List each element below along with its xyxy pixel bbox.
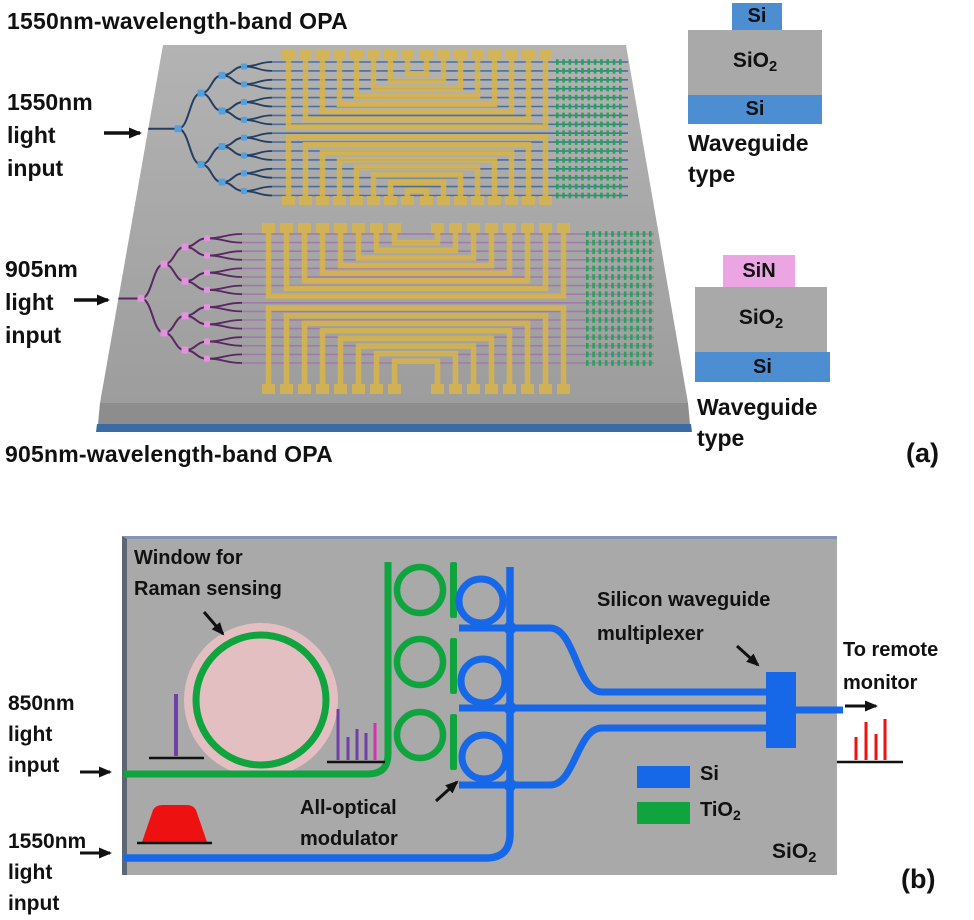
si-branch-bottom [459, 724, 766, 789]
input-label-1550: 1550nm light input [7, 86, 93, 185]
si-branch-top [459, 624, 766, 696]
panel-b-art [80, 562, 903, 862]
input-850-line3: input [8, 754, 60, 777]
sio2-label: SiO2 [732, 49, 778, 76]
panel-a-tag: (a) [906, 438, 939, 468]
tio2-ring-2 [393, 635, 447, 689]
raman-window-label: Window for Raman sensing [134, 543, 282, 605]
sio2-cladding-layer2: SiO2 [695, 287, 827, 352]
input-label-1550b: 1550nm light input [8, 826, 86, 919]
caption2-line1: Waveguide [697, 394, 818, 420]
remote-line2: monitor [843, 672, 918, 694]
opa-905-antenna-array [586, 231, 652, 366]
panel-a-art [74, 45, 692, 432]
opa-905-electrodes [262, 223, 570, 394]
chip-front-face [98, 403, 690, 424]
opa-905-title: 905nm-wavelength-band OPA [5, 441, 333, 467]
panel-a-arrows [74, 127, 142, 306]
modulator-line1: All-optical [300, 797, 397, 819]
sin-core-layer: SiN [723, 255, 795, 287]
si-modulator-ring-1 [455, 575, 507, 627]
sin-core-label: SiN [742, 259, 776, 282]
tio2-ring-1 [393, 563, 447, 617]
input-spectrum-850 [149, 694, 204, 760]
mux-label: Silicon waveguide multiplexer [597, 583, 770, 651]
caption-line1: Waveguide [688, 130, 809, 156]
input-850-line2: light [8, 723, 53, 746]
waveguide-cross-section-si: Si SiO2 Si [688, 3, 822, 124]
input-label-905-line3: input [5, 322, 62, 348]
input-label-905-line1: 905nm [5, 256, 78, 282]
opa-1550-electrodes [282, 50, 552, 205]
si-core-label: Si [747, 5, 767, 27]
remote-spectrum [837, 719, 903, 764]
input-850-line1: 850nm [8, 692, 75, 715]
tio2-coupler-bar-2 [450, 638, 457, 694]
tio2-bus-waveguide [124, 562, 392, 778]
sio2-cladding-layer: SiO2 [688, 30, 822, 95]
chip-substrate-edge [96, 424, 692, 432]
waveguide-type-caption-sin: Waveguide type [697, 392, 818, 454]
mux-label-line2: multiplexer [597, 623, 704, 645]
si-substrate-layer: Si [688, 95, 822, 124]
legend-label-tio2: TiO2 [700, 799, 741, 823]
si-substrate-label: Si [745, 98, 765, 120]
input-label-1550-line3: input [7, 155, 64, 181]
substrate-label: SiO2 [772, 840, 817, 867]
input-spectrum-1550 [137, 805, 212, 845]
opa-1550 [148, 50, 628, 205]
opa-1550-antenna-array [556, 59, 622, 199]
input-label-850: 850nm light input [8, 688, 75, 781]
remote-line1: To remote [843, 639, 939, 661]
bus-junction-2 [503, 701, 517, 715]
modulator-label: All-optical modulator [300, 793, 398, 855]
input-label-905: 905nm light input [5, 253, 78, 352]
si-substrate-label2: Si [753, 355, 772, 378]
waveguide-type-caption-si: Waveguide type [688, 128, 809, 190]
si-modulator-ring-2 [457, 655, 509, 707]
panel-b-tag: (b) [901, 864, 936, 894]
si-core-layer: Si [732, 3, 782, 30]
si-substrate-layer2: Si [695, 352, 830, 382]
remote-monitor-label: To remote monitor [843, 634, 938, 700]
bus-junction-1 [503, 621, 517, 635]
legend-swatch-si [637, 766, 690, 788]
silicon-waveguide-multiplexer [766, 672, 796, 748]
caption-line2: type [688, 161, 736, 187]
input-1550b-line3: input [8, 892, 60, 915]
input-label-905-line2: light [5, 289, 54, 315]
sensing-ring-resonator [192, 631, 330, 769]
si-bus-waveguide [124, 567, 514, 862]
legend-label-si: Si [700, 763, 719, 785]
modulator-line2: modulator [300, 828, 398, 850]
sio2-label2: SiO2 [738, 306, 784, 333]
input-label-1550-line2: light [7, 122, 56, 148]
raman-spectrum [327, 709, 385, 764]
input-1550b-line1: 1550nm [8, 830, 87, 853]
si-modulator-ring-3 [458, 731, 510, 783]
raman-window-line2: Raman sensing [134, 578, 282, 600]
tio2-coupler-bar-3 [450, 714, 457, 770]
panel-b-arrows [80, 611, 878, 859]
bus-junction-3 [503, 778, 517, 792]
input-label-1550-line1: 1550nm [7, 89, 93, 115]
tio2-coupler-bar-1 [450, 562, 457, 618]
input-1550b-line2: light [8, 861, 53, 884]
raman-window-area [184, 623, 338, 777]
opa-905 [118, 223, 654, 394]
raman-window-line1: Window for [134, 547, 243, 569]
waveguide-cross-section-sin: SiN SiO2 Si [695, 255, 830, 382]
tio2-ring-3 [393, 708, 447, 762]
legend-swatch-tio2 [637, 802, 690, 824]
opa-1550-title: 1550nm-wavelength-band OPA [7, 8, 348, 34]
caption2-line2: type [697, 425, 745, 451]
mux-label-line1: Silicon waveguide [597, 589, 771, 611]
